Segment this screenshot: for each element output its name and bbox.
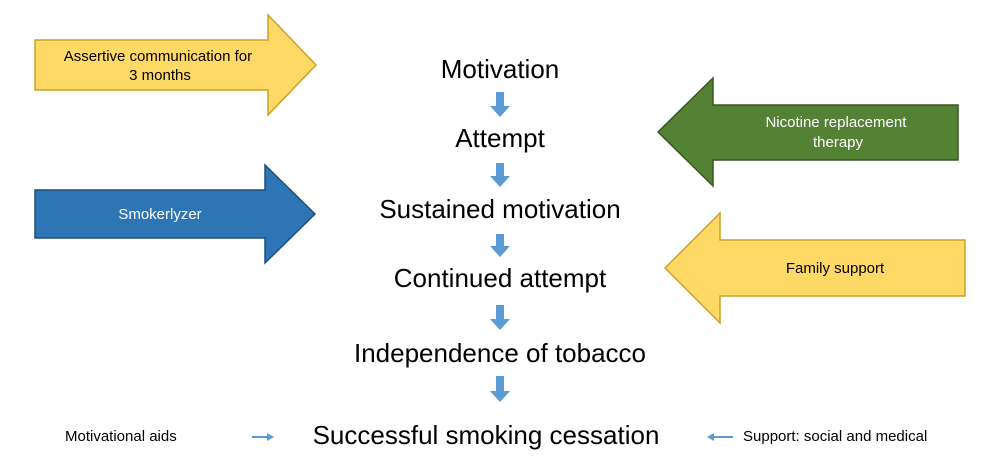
down-arrow-icon [490,92,510,117]
aid-arrow-smokerlyzer: Smokerlyzer [34,163,317,265]
left-arrow-icon [707,433,733,441]
legend-support-social-medical: Support: social and medical [743,428,927,445]
aid-arrow-shape [656,76,959,188]
aid-label-line: Nicotine replacement [765,114,907,131]
stage-sustained-motivation: Sustained motivation [379,194,620,224]
stage-successful-cessation: Successful smoking cessation [313,420,660,450]
aid-label-line: 3 months [129,67,191,84]
stage-motivation: Motivation [441,54,560,84]
aid-arrow-label: Assertive communication for 3 months [64,48,257,84]
down-arrow-icon [490,305,510,330]
down-arrow-icon [490,234,510,257]
stage-independence-of-tobacco: Independence of tobacco [354,338,646,368]
aid-arrow-family-support: Family support [663,211,966,325]
aid-arrow-label: Nicotine replacement therapy [765,114,910,151]
down-arrow-icon [490,163,510,187]
aid-arrow-shape [34,163,317,265]
right-arrow-icon [252,433,274,441]
aid-arrow-label: Family support [786,260,885,277]
stage-continued-attempt: Continued attempt [394,263,607,293]
aid-label-line: Assertive communication for [64,48,252,65]
aid-arrow-assertive-communication: Assertive communication for 3 months [34,13,318,117]
aid-arrow-nicotine-replacement: Nicotine replacement therapy [656,76,959,188]
down-arrow-icon [490,376,510,402]
aid-arrow-shape [663,211,966,325]
legend-motivational-aids: Motivational aids [65,428,177,445]
aid-label-line: therapy [813,134,864,151]
aid-arrow-shape [34,13,318,117]
aid-arrow-label: Smokerlyzer [118,206,201,223]
stage-attempt: Attempt [455,123,545,153]
stage-connectors [490,92,510,402]
